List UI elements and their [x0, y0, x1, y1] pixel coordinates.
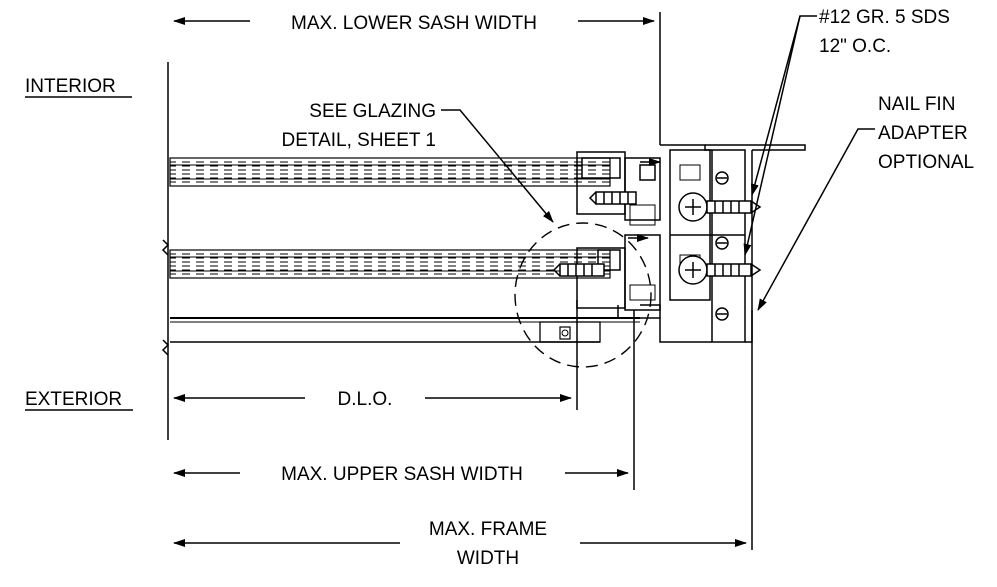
screws: [552, 171, 762, 321]
frame-extrusion: [576, 144, 806, 343]
fastener-label-line2: 12" O.C.: [819, 36, 891, 57]
dimension-lines: [173, 17, 747, 547]
see-glazing-label-line2: DETAIL, SHEET 1: [281, 130, 436, 151]
interior-label: INTERIOR: [25, 76, 116, 97]
max-frame-width-label-line2: WIDTH: [457, 548, 519, 569]
max-lower-sash-width-label: MAX. LOWER SASH WIDTH: [291, 13, 537, 34]
leader-lines: [441, 15, 875, 318]
max-frame-width-label-line1: MAX. FRAME: [429, 519, 547, 540]
sill-rails: [170, 317, 640, 343]
nail-fin-label-line2: ADAPTER: [878, 123, 968, 144]
nail-fin-label-line3: OPTIONAL: [878, 152, 974, 173]
exterior-label: EXTERIOR: [25, 389, 122, 410]
upper-sash-glass: [169, 157, 611, 187]
fastener-label-line1: #12 GR. 5 SDS: [819, 7, 950, 28]
lower-sash-glass: [169, 249, 611, 279]
break-symbols: [161, 239, 170, 356]
nail-fin-label-line1: NAIL FIN: [878, 94, 955, 115]
see-glazing-label-line1: SEE GLAZING: [309, 101, 436, 122]
dlo-label: D.L.O.: [338, 389, 393, 410]
glazing-detail-callout-circle: [514, 222, 652, 368]
max-upper-sash-width-label: MAX. UPPER SASH WIDTH: [281, 464, 523, 485]
